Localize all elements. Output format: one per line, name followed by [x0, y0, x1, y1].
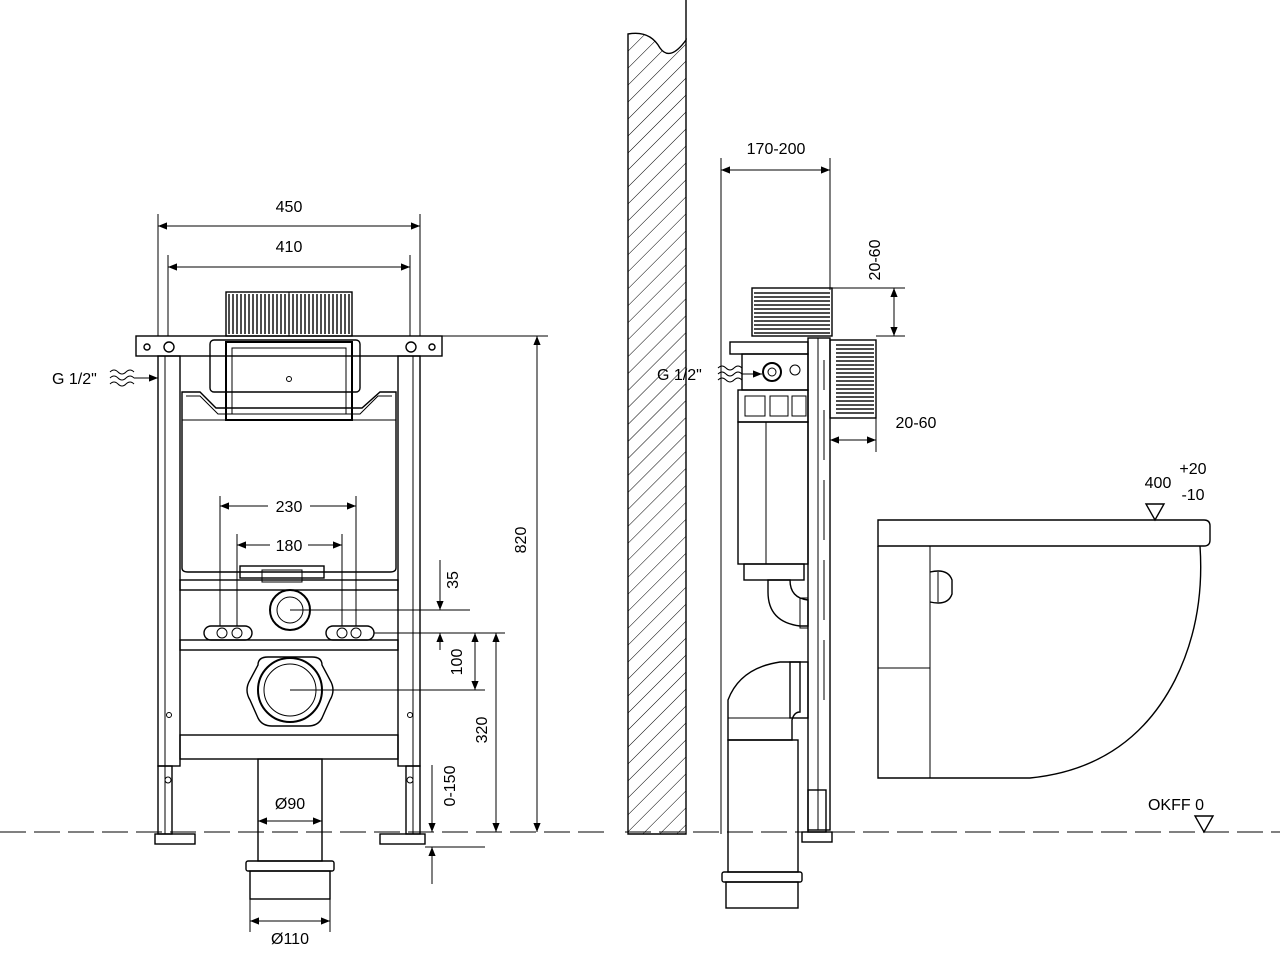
front-dimensions: 450 410 230 180 35 100 320 820 [157, 199, 548, 948]
dim-400: 400 [1145, 475, 1172, 492]
water-inlet-side: G 1/2" [657, 365, 762, 384]
dim-20-60-side: 20-60 [896, 415, 937, 432]
bowl-height-marker: 400 +20 -10 [1145, 461, 1207, 522]
side-dimensions: 170-200 20-60 20-60 [720, 141, 937, 834]
dim-d110: Ø110 [271, 931, 309, 948]
dim-0-150: 0-150 [442, 765, 459, 806]
dim-35: 35 [445, 571, 462, 589]
dim-820: 820 [513, 527, 530, 554]
water-inlet-front: G 1/2" [52, 369, 158, 388]
okff-label: OKFF 0 [1148, 797, 1204, 814]
dim-410: 410 [276, 239, 303, 256]
tol-minus: -10 [1181, 487, 1204, 504]
dim-d90: Ø90 [275, 796, 305, 813]
wall-section [627, 0, 687, 835]
dim-100: 100 [449, 649, 466, 676]
dim-450: 450 [276, 199, 303, 216]
wall-hung-toilet [877, 519, 1211, 779]
dim-20-60-top: 20-60 [867, 239, 884, 280]
side-view-drain [721, 661, 809, 909]
dim-320: 320 [474, 717, 491, 744]
water-inlet-front-label: G 1/2" [52, 371, 97, 388]
dim-180: 180 [276, 538, 303, 555]
side-view-cistern [729, 341, 809, 629]
floor-level-marker: OKFF 0 [1148, 797, 1215, 834]
tol-plus: +20 [1179, 461, 1206, 478]
water-inlet-side-label: G 1/2" [657, 367, 702, 384]
front-view-cistern [181, 291, 397, 583]
front-view-drain [245, 656, 335, 900]
side-view-frame [751, 287, 877, 843]
dim-230: 230 [276, 499, 303, 516]
dim-170-200: 170-200 [747, 141, 806, 158]
front-view-fixing-points [203, 589, 375, 641]
